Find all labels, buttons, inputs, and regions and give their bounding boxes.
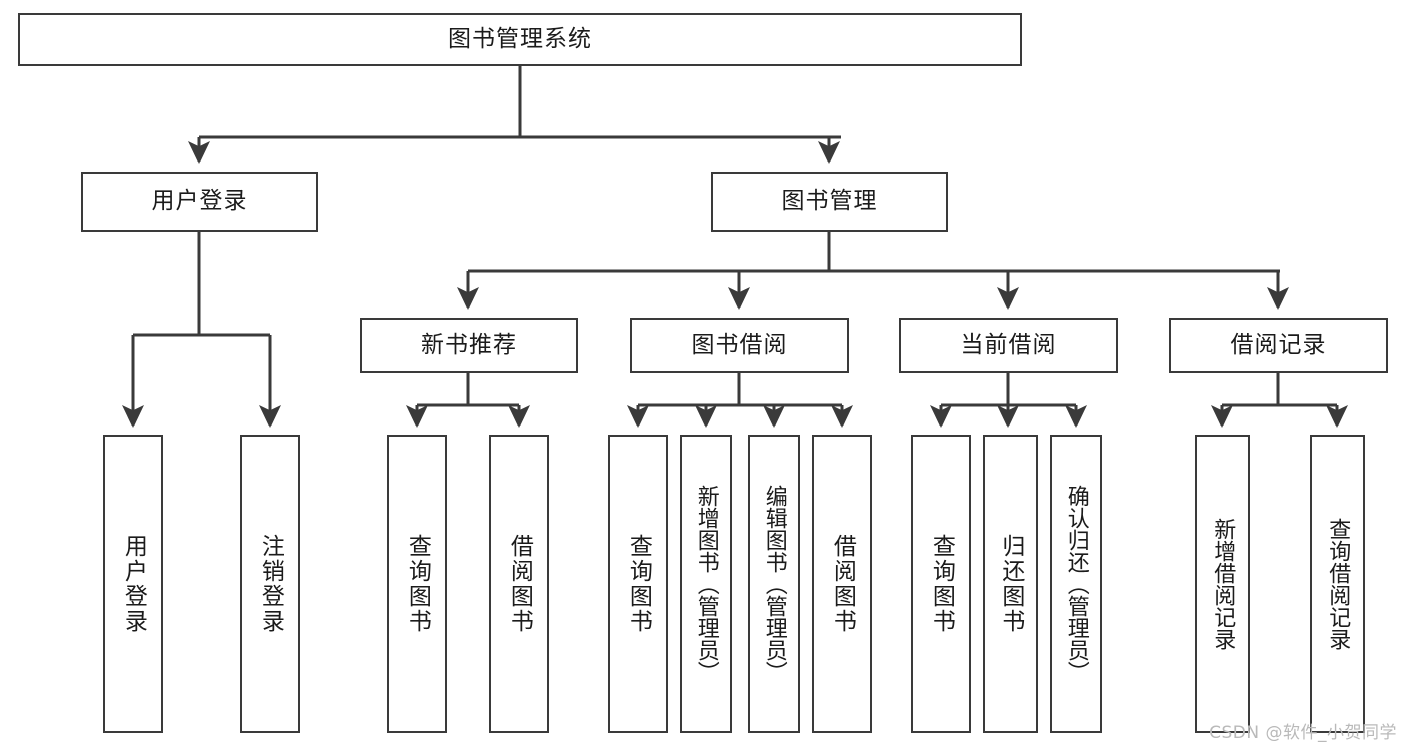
node-new-book-rec-label: 新书推荐 [421, 331, 517, 358]
node-user-login-label: 用户登录 [151, 188, 248, 215]
leaf-query-book-3-label: 查询图书 [928, 534, 955, 634]
node-borrow-record-label: 借阅记录 [1230, 331, 1327, 358]
leaf-user-login-label: 用户登录 [120, 534, 147, 634]
node-book-manage[interactable]: 图书管理 [711, 172, 948, 232]
leaf-return-book[interactable]: 归还图书 [983, 435, 1038, 733]
watermark-text: CSDN @软件_小贺同学 [1209, 723, 1397, 743]
leaf-add-record-label: 新增借阅记录 [1210, 518, 1236, 650]
leaf-query-book-3[interactable]: 查询图书 [911, 435, 971, 733]
leaf-user-login[interactable]: 用户登录 [103, 435, 163, 733]
leaf-add-book[interactable]: 新增图书（管理员） [680, 435, 732, 733]
leaf-edit-book-label: 编辑图书（管理员） [761, 485, 787, 683]
node-root[interactable]: 图书管理系统 [18, 13, 1022, 66]
leaf-confirm-return[interactable]: 确认归还（管理员） [1050, 435, 1102, 733]
node-book-borrow[interactable]: 图书借阅 [630, 318, 849, 373]
leaf-confirm-return-label: 确认归还（管理员） [1063, 485, 1089, 683]
leaf-query-book-2[interactable]: 查询图书 [608, 435, 668, 733]
leaf-edit-book[interactable]: 编辑图书（管理员） [748, 435, 800, 733]
leaf-borrow-book-2-label: 借阅图书 [829, 534, 856, 634]
node-current-borrow[interactable]: 当前借阅 [899, 318, 1118, 373]
node-book-borrow-label: 图书借阅 [691, 331, 788, 358]
leaf-borrow-book-1[interactable]: 借阅图书 [489, 435, 549, 733]
leaf-borrow-book-1-label: 借阅图书 [506, 534, 533, 634]
node-book-manage-label: 图书管理 [781, 188, 878, 215]
leaf-logout-login-label: 注销登录 [257, 534, 284, 634]
node-borrow-record[interactable]: 借阅记录 [1169, 318, 1388, 373]
leaf-logout-login[interactable]: 注销登录 [240, 435, 300, 733]
leaf-query-book-1-label: 查询图书 [404, 534, 431, 634]
leaf-borrow-book-2[interactable]: 借阅图书 [812, 435, 872, 733]
leaf-add-book-label: 新增图书（管理员） [693, 485, 719, 683]
leaf-query-book-2-label: 查询图书 [625, 534, 652, 634]
leaf-query-record-label: 查询借阅记录 [1325, 518, 1351, 650]
node-current-borrow-label: 当前借阅 [960, 331, 1057, 358]
node-user-login[interactable]: 用户登录 [81, 172, 318, 232]
leaf-query-book-1[interactable]: 查询图书 [387, 435, 447, 733]
node-new-book-rec[interactable]: 新书推荐 [360, 318, 578, 373]
node-root-label: 图书管理系统 [448, 25, 592, 52]
leaf-return-book-label: 归还图书 [997, 534, 1024, 634]
leaf-query-record[interactable]: 查询借阅记录 [1310, 435, 1365, 733]
leaf-add-record[interactable]: 新增借阅记录 [1195, 435, 1250, 733]
